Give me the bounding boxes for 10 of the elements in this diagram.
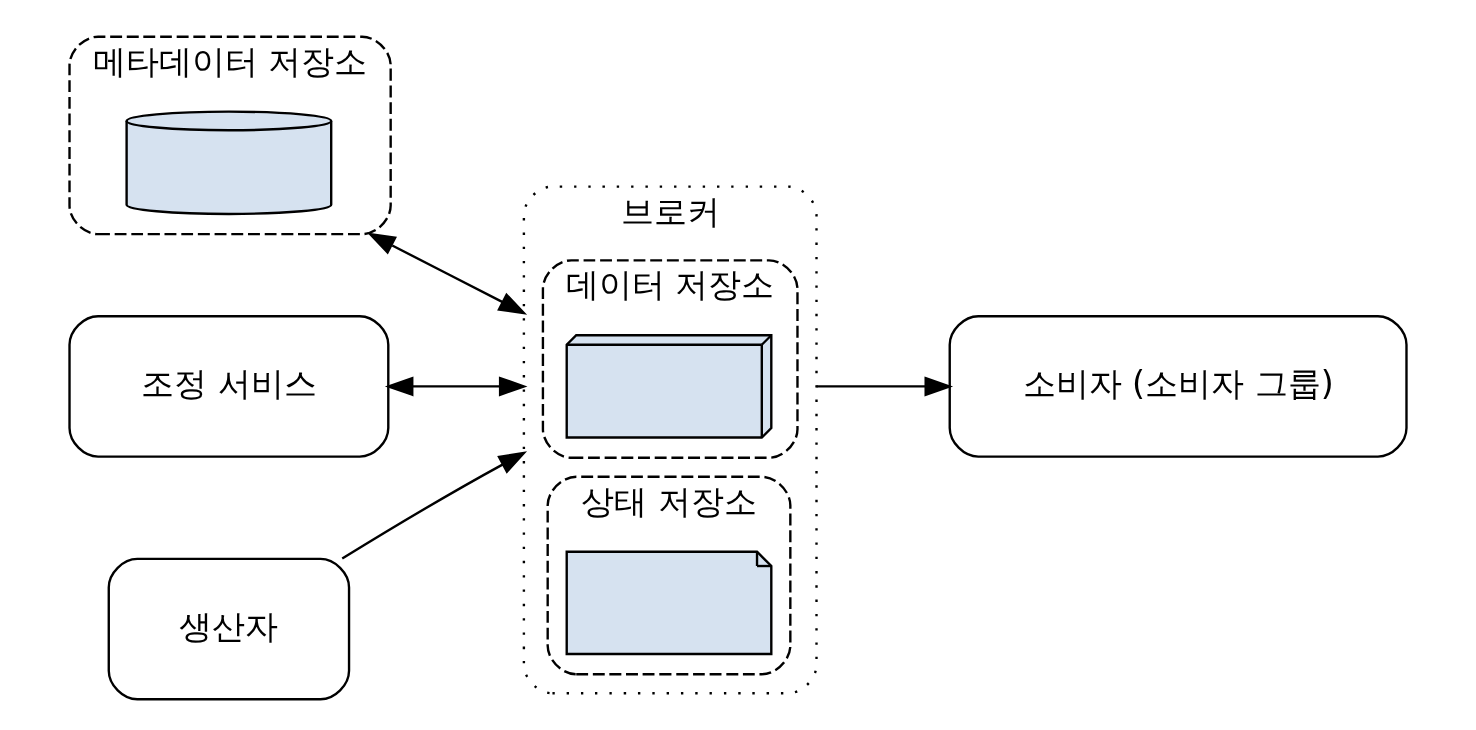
cluster: 데이터 저장소 xyxy=(541,259,799,459)
arrow xyxy=(384,376,528,397)
cluster: 상태 저장소 xyxy=(546,475,792,676)
cluster: 메타데이터 저장소 xyxy=(68,35,392,236)
node-box: 생산자 xyxy=(107,557,351,701)
node-box: 조정 서비스 xyxy=(68,315,390,458)
arrow xyxy=(341,451,528,560)
arrow xyxy=(816,376,954,397)
node-box: 소비자 (소비자 그룹) xyxy=(948,315,1408,458)
arrow xyxy=(367,232,528,315)
